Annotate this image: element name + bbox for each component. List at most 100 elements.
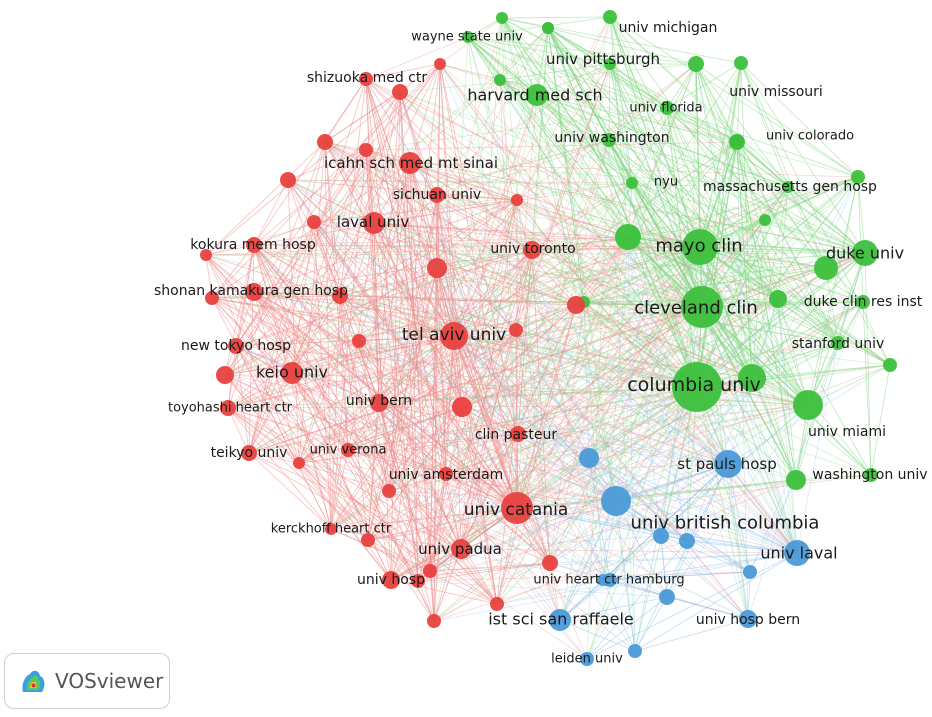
node-green-cluster[interactable] bbox=[660, 101, 674, 115]
node-red-cluster[interactable] bbox=[246, 237, 262, 253]
node-label[interactable]: clin pasteur bbox=[475, 427, 558, 443]
node-red-cluster[interactable] bbox=[567, 296, 585, 314]
node-label[interactable]: univ pittsburgh bbox=[546, 50, 660, 68]
node-red-cluster[interactable] bbox=[293, 457, 305, 469]
node-label[interactable]: columbia univ bbox=[627, 374, 761, 396]
node-label[interactable]: duke clin res inst bbox=[804, 294, 923, 310]
node-red-cluster[interactable] bbox=[429, 187, 445, 203]
node-green-cluster[interactable] bbox=[852, 240, 878, 266]
node-label[interactable]: new tokyo hosp bbox=[181, 338, 291, 354]
node-red-cluster[interactable] bbox=[542, 555, 558, 571]
node-red-cluster[interactable] bbox=[307, 215, 321, 229]
node-red-cluster[interactable] bbox=[216, 366, 234, 384]
node-green-cluster[interactable] bbox=[793, 390, 823, 420]
node-label[interactable]: univ missouri bbox=[729, 84, 823, 100]
node-red-cluster[interactable] bbox=[205, 291, 219, 305]
node-green-cluster[interactable] bbox=[615, 224, 641, 250]
node-label[interactable]: nyu bbox=[654, 175, 678, 190]
node-green-cluster[interactable] bbox=[831, 336, 845, 350]
node-label[interactable]: univ hosp bbox=[357, 572, 425, 588]
node-label[interactable]: ist sci san raffaele bbox=[488, 610, 634, 629]
node-green-cluster[interactable] bbox=[769, 290, 787, 308]
node-label[interactable]: stanford univ bbox=[792, 336, 885, 352]
node-red-cluster[interactable] bbox=[220, 400, 236, 416]
node-red-cluster[interactable] bbox=[434, 58, 446, 70]
node-blue-cluster[interactable] bbox=[739, 610, 757, 628]
node-blue-cluster[interactable] bbox=[549, 609, 571, 631]
node-blue-cluster[interactable] bbox=[714, 450, 742, 478]
node-label[interactable]: leiden univ bbox=[551, 652, 623, 667]
node-label[interactable]: shizuoka med ctr bbox=[307, 70, 428, 86]
node-label[interactable]: wayne state univ bbox=[411, 30, 523, 45]
node-green-cluster[interactable] bbox=[682, 229, 718, 265]
node-green-cluster[interactable] bbox=[759, 214, 771, 226]
node-label[interactable]: laval univ bbox=[337, 213, 410, 231]
node-label[interactable]: kerckhoff heart ctr bbox=[271, 522, 392, 537]
node-green-cluster[interactable] bbox=[729, 134, 745, 150]
node-green-cluster[interactable] bbox=[496, 12, 508, 24]
node-label[interactable]: univ heart ctr hamburg bbox=[533, 573, 684, 588]
node-label[interactable]: univ bern bbox=[346, 393, 412, 409]
node-green-cluster[interactable] bbox=[851, 170, 865, 184]
node-red-cluster[interactable] bbox=[501, 492, 533, 524]
node-red-cluster[interactable] bbox=[341, 443, 355, 457]
node-green-cluster[interactable] bbox=[462, 31, 474, 43]
node-blue-cluster[interactable] bbox=[679, 533, 695, 549]
node-label[interactable]: massachusetts gen hosp bbox=[703, 179, 877, 195]
node-red-cluster[interactable] bbox=[200, 249, 212, 261]
node-blue-cluster[interactable] bbox=[659, 589, 675, 605]
node-red-cluster[interactable] bbox=[490, 597, 504, 611]
node-label[interactable]: washington univ bbox=[812, 467, 927, 483]
node-red-cluster[interactable] bbox=[427, 614, 441, 628]
node-green-cluster[interactable] bbox=[883, 358, 897, 372]
node-label[interactable]: duke univ bbox=[826, 244, 904, 263]
node-green-cluster[interactable] bbox=[526, 84, 548, 106]
node-label[interactable]: harvard med sch bbox=[467, 86, 602, 105]
node-label[interactable]: univ catania bbox=[464, 500, 569, 520]
node-green-cluster[interactable] bbox=[604, 58, 616, 70]
node-red-cluster[interactable] bbox=[363, 212, 385, 234]
node-red-cluster[interactable] bbox=[359, 72, 373, 86]
node-green-cluster[interactable] bbox=[672, 362, 722, 412]
node-label[interactable]: sichuan univ bbox=[393, 187, 481, 203]
node-red-cluster[interactable] bbox=[439, 467, 453, 481]
node-red-cluster[interactable] bbox=[352, 334, 366, 348]
node-green-cluster[interactable] bbox=[734, 56, 748, 70]
node-blue-cluster[interactable] bbox=[601, 486, 631, 516]
node-label[interactable]: univ laval bbox=[760, 544, 837, 563]
node-red-cluster[interactable] bbox=[245, 283, 263, 301]
node-red-cluster[interactable] bbox=[427, 258, 447, 278]
node-label[interactable]: univ padua bbox=[418, 540, 502, 558]
node-label[interactable]: univ amsterdam bbox=[389, 467, 504, 483]
node-red-cluster[interactable] bbox=[370, 394, 388, 412]
node-label[interactable]: univ british columbia bbox=[631, 513, 820, 534]
node-green-cluster[interactable] bbox=[856, 295, 870, 309]
node-red-cluster[interactable] bbox=[392, 84, 408, 100]
node-green-cluster[interactable] bbox=[814, 256, 838, 280]
node-red-cluster[interactable] bbox=[510, 426, 526, 442]
node-label[interactable]: keio univ bbox=[256, 363, 328, 382]
node-red-cluster[interactable] bbox=[511, 194, 523, 206]
node-green-cluster[interactable] bbox=[786, 470, 806, 490]
node-red-cluster[interactable] bbox=[281, 362, 303, 384]
node-label[interactable]: univ florida bbox=[629, 101, 702, 116]
node-red-cluster[interactable] bbox=[280, 172, 296, 188]
node-blue-cluster[interactable] bbox=[580, 652, 594, 666]
node-blue-cluster[interactable] bbox=[743, 565, 757, 579]
node-green-cluster[interactable] bbox=[602, 133, 616, 147]
node-red-cluster[interactable] bbox=[228, 338, 244, 354]
node-green-cluster[interactable] bbox=[688, 56, 704, 72]
node-red-cluster[interactable] bbox=[399, 152, 421, 174]
node-green-cluster[interactable] bbox=[738, 364, 766, 392]
node-label[interactable]: st pauls hosp bbox=[677, 455, 776, 473]
node-red-cluster[interactable] bbox=[382, 484, 396, 498]
node-label[interactable]: shonan kamakura gen hosp bbox=[154, 283, 348, 299]
node-green-cluster[interactable] bbox=[782, 181, 794, 193]
node-red-cluster[interactable] bbox=[440, 322, 468, 350]
node-label[interactable]: univ washington bbox=[554, 130, 669, 146]
node-blue-cluster[interactable] bbox=[628, 644, 642, 658]
node-red-cluster[interactable] bbox=[423, 564, 437, 578]
node-green-cluster[interactable] bbox=[681, 286, 723, 328]
node-blue-cluster[interactable] bbox=[653, 528, 669, 544]
node-label[interactable]: icahn sch med mt sinai bbox=[324, 154, 498, 172]
